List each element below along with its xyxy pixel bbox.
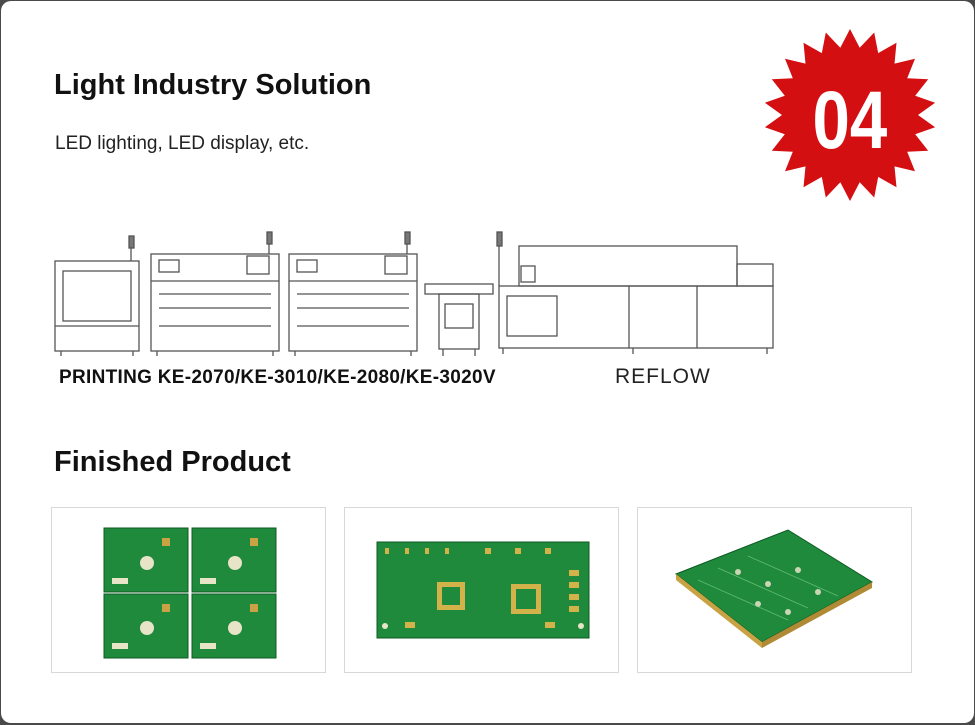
badge-number: 04	[813, 74, 888, 166]
reflow-caption: REFLOW	[615, 365, 711, 388]
production-line-diagram	[54, 231, 774, 356]
finished-product-title: Finished Product	[54, 446, 291, 478]
mounter-machine	[150, 231, 280, 356]
printer-machine	[54, 235, 140, 356]
section-subtitle: LED lighting, LED display, etc.	[55, 133, 310, 154]
pcb-board-image	[376, 541, 590, 639]
product-image-card	[637, 507, 912, 673]
conveyor-machine	[424, 283, 494, 356]
product-image-card	[51, 507, 326, 673]
reflow-oven-machine	[496, 231, 774, 354]
pcb-board-image	[675, 529, 873, 648]
product-image-card	[344, 507, 619, 673]
mounter-machine	[288, 231, 418, 356]
starburst-badge: 04	[764, 29, 936, 201]
section-title: Light Industry Solution	[54, 69, 372, 101]
pcb-board-image	[103, 527, 277, 659]
printing-caption: PRINTING KE-2070/KE-3010/KE-2080/KE-3020…	[59, 367, 496, 388]
